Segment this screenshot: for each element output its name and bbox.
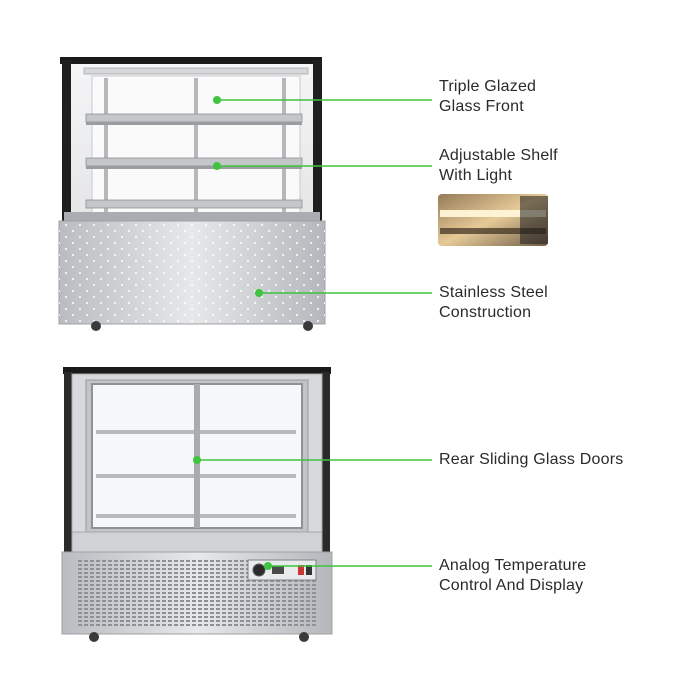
shelf-light-inset [438, 194, 548, 246]
callout-adjustable-shelf [213, 162, 432, 170]
callout-temperature [264, 562, 432, 570]
label-stainless-steel: Stainless Steel Construction [439, 284, 548, 321]
caster [91, 321, 101, 331]
caster [89, 632, 99, 642]
label-adjustable-shelf: Adjustable Shelf With Light [439, 147, 558, 184]
label-triple-glazed: Triple Glazed Glass Front [439, 78, 537, 115]
label-rear-doors: Rear Sliding Glass Doors [439, 451, 624, 468]
sliding-door-left [91, 383, 197, 529]
caster [299, 632, 309, 642]
front-top-frame [60, 57, 322, 64]
callout-stainless-steel [255, 289, 432, 297]
sliding-door-right [197, 383, 303, 529]
callout-rear-doors [193, 456, 432, 464]
shelf [85, 199, 303, 209]
shelf [85, 157, 303, 169]
thermostat-dial [252, 563, 266, 577]
shelf [85, 113, 303, 125]
front-display-case [58, 57, 326, 331]
callout-triple-glazed [213, 96, 432, 104]
label-temperature: Analog Temperature Control And Display [439, 557, 587, 594]
caster [303, 321, 313, 331]
rear-display-case [61, 367, 333, 642]
callout-lines [193, 96, 432, 570]
